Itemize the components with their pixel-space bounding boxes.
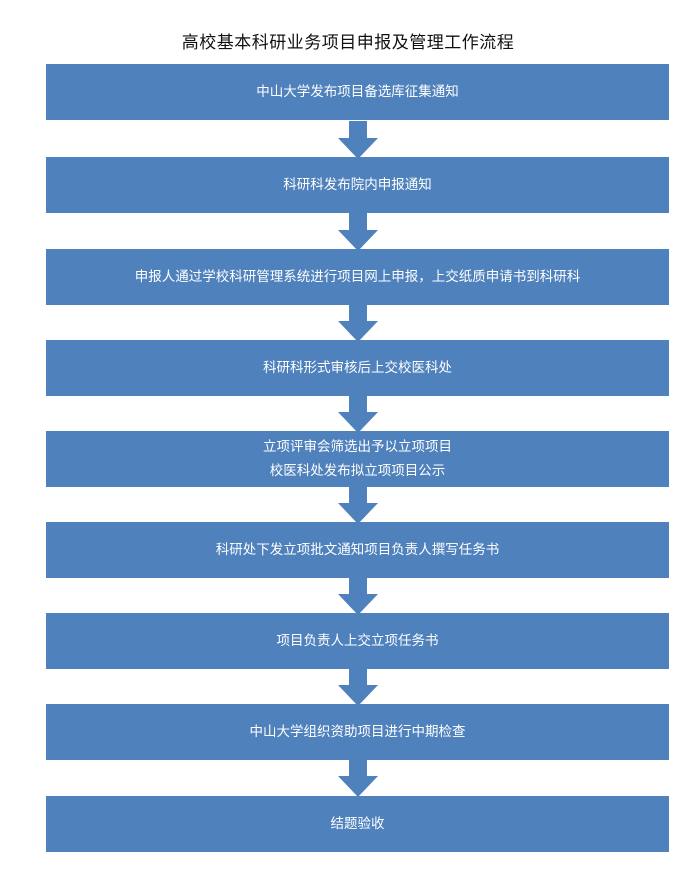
step-2-text: 科研科发布院内申报通知 bbox=[283, 177, 432, 193]
step-box-2: 科研科发布院内申报通知 bbox=[46, 157, 669, 213]
step-4-text: 科研科形式审核后上交校医科处 bbox=[263, 360, 452, 376]
step-7-text: 项目负责人上交立项任务书 bbox=[276, 633, 439, 649]
down-arrow-icon bbox=[338, 304, 378, 342]
step-6-text: 科研处下发立项批文通知项目负责人撰写任务书 bbox=[215, 542, 500, 558]
step-box-4: 科研科形式审核后上交校医科处 bbox=[46, 340, 669, 396]
step-9-text: 结题验收 bbox=[330, 816, 385, 832]
down-arrow-icon bbox=[338, 759, 378, 797]
down-arrow-icon bbox=[338, 577, 378, 615]
flowchart-title: 高校基本科研业务项目申报及管理工作流程 bbox=[181, 33, 515, 53]
step-5-text-line-2: 校医科处发布拟立项项目公示 bbox=[269, 463, 446, 479]
step-box-3: 申报人通过学校科研管理系统进行项目网上申报，上交纸质申请书到科研科 bbox=[46, 249, 669, 305]
down-arrow-icon bbox=[338, 668, 378, 706]
step-3-text: 申报人通过学校科研管理系统进行项目网上申报，上交纸质申请书到科研科 bbox=[134, 269, 581, 285]
down-arrow-icon bbox=[338, 121, 378, 159]
down-arrow-icon bbox=[338, 213, 378, 251]
step-5-text-line-1: 立项评审会筛选出予以立项项目 bbox=[263, 439, 452, 455]
step-box-6: 科研处下发立项批文通知项目负责人撰写任务书 bbox=[46, 522, 669, 578]
step-1-text: 中山大学发布项目备选库征集通知 bbox=[256, 84, 459, 100]
step-box-9: 结题验收 bbox=[46, 796, 669, 852]
down-arrow-icon bbox=[338, 395, 378, 433]
step-box-7: 项目负责人上交立项任务书 bbox=[46, 613, 669, 669]
down-arrow-icon bbox=[338, 486, 378, 524]
step-8-text: 中山大学组织资助项目进行中期检查 bbox=[249, 724, 466, 740]
step-box-5: 立项评审会筛选出予以立项项目 校医科处发布拟立项项目公示 bbox=[46, 431, 669, 487]
step-box-1: 中山大学发布项目备选库征集通知 bbox=[46, 64, 669, 120]
step-box-8: 中山大学组织资助项目进行中期检查 bbox=[46, 704, 669, 760]
